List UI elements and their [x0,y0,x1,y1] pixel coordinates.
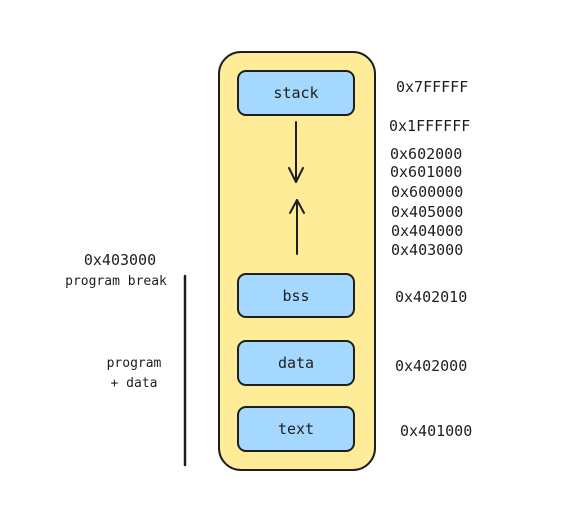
program-data-label-line1: program [107,356,162,371]
data-segment: data [237,340,355,386]
address-602000: 0x602000 [390,145,462,163]
heap-growth-arrow [289,199,305,255]
address-text: 0x401000 [400,422,472,440]
address-404000: 0x404000 [391,222,463,240]
address-600000: 0x600000 [391,183,463,201]
data-box [237,340,355,386]
stack-growth-arrow [288,121,304,183]
address-601000: 0x601000 [390,163,462,181]
bss-label: bss [282,287,309,305]
text-label: text [278,420,314,438]
data-label: data [278,354,314,372]
stack-box [237,70,355,116]
address-403000: 0x403000 [391,241,463,259]
bss-box [237,273,355,318]
address-stack-top: 0x7FFFFF [396,78,468,96]
program-data-label-line2: + data [111,376,158,391]
address-405000: 0x405000 [391,203,463,221]
program-break-label: program break [65,274,167,289]
text-box [237,406,355,452]
text-segment: text [237,406,355,452]
stack-label: stack [273,84,318,102]
address-data: 0x402000 [395,357,467,375]
address-1ffffff: 0x1FFFFFF [389,117,470,135]
stack-segment: stack [237,70,355,116]
program-break-address: 0x403000 [84,251,156,269]
address-bss: 0x402010 [395,288,467,306]
bss-segment: bss [237,273,355,318]
